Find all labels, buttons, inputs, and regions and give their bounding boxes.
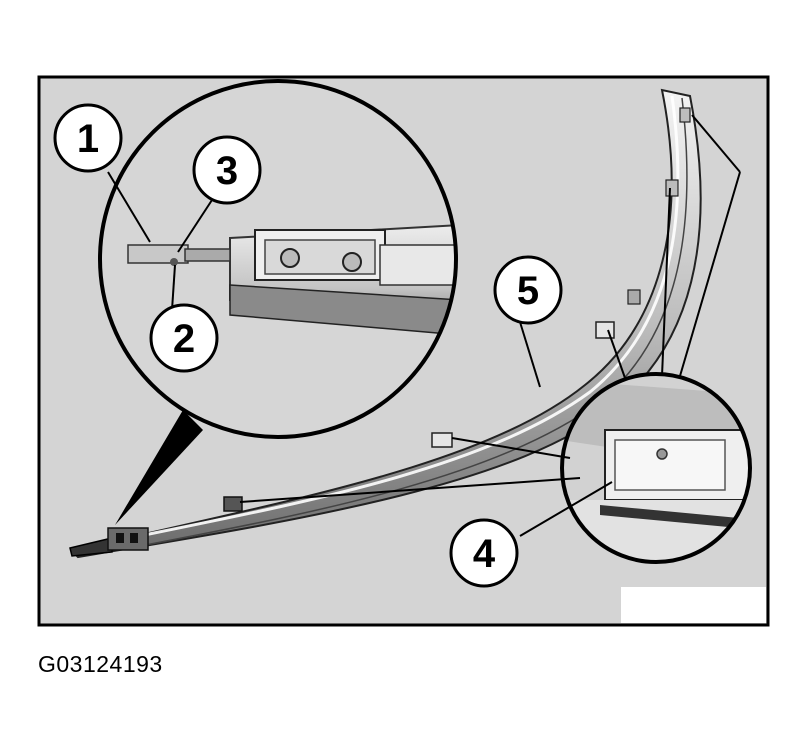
curved-rail — [69, 88, 702, 559]
callout-5: 5 — [493, 255, 563, 325]
leader-lines — [107, 114, 741, 537]
callout-1: 1 — [53, 103, 123, 173]
detail-view-slide-clip — [560, 372, 752, 564]
callout-3: 3 — [192, 135, 262, 205]
frame-corner-notch — [621, 587, 766, 623]
callout-1-label: 1 — [77, 117, 99, 161]
figure-code: G03124193 — [38, 651, 163, 677]
callout-4: 4 — [449, 518, 519, 588]
callout-2: 2 — [149, 303, 219, 373]
callout-2-label: 2 — [173, 317, 195, 361]
callout-4-label: 4 — [473, 532, 496, 576]
callout-3-label: 3 — [216, 149, 238, 193]
diagram-figure: 1 2 3 4 5 — [37, 75, 770, 627]
callout-5-label: 5 — [517, 269, 539, 313]
